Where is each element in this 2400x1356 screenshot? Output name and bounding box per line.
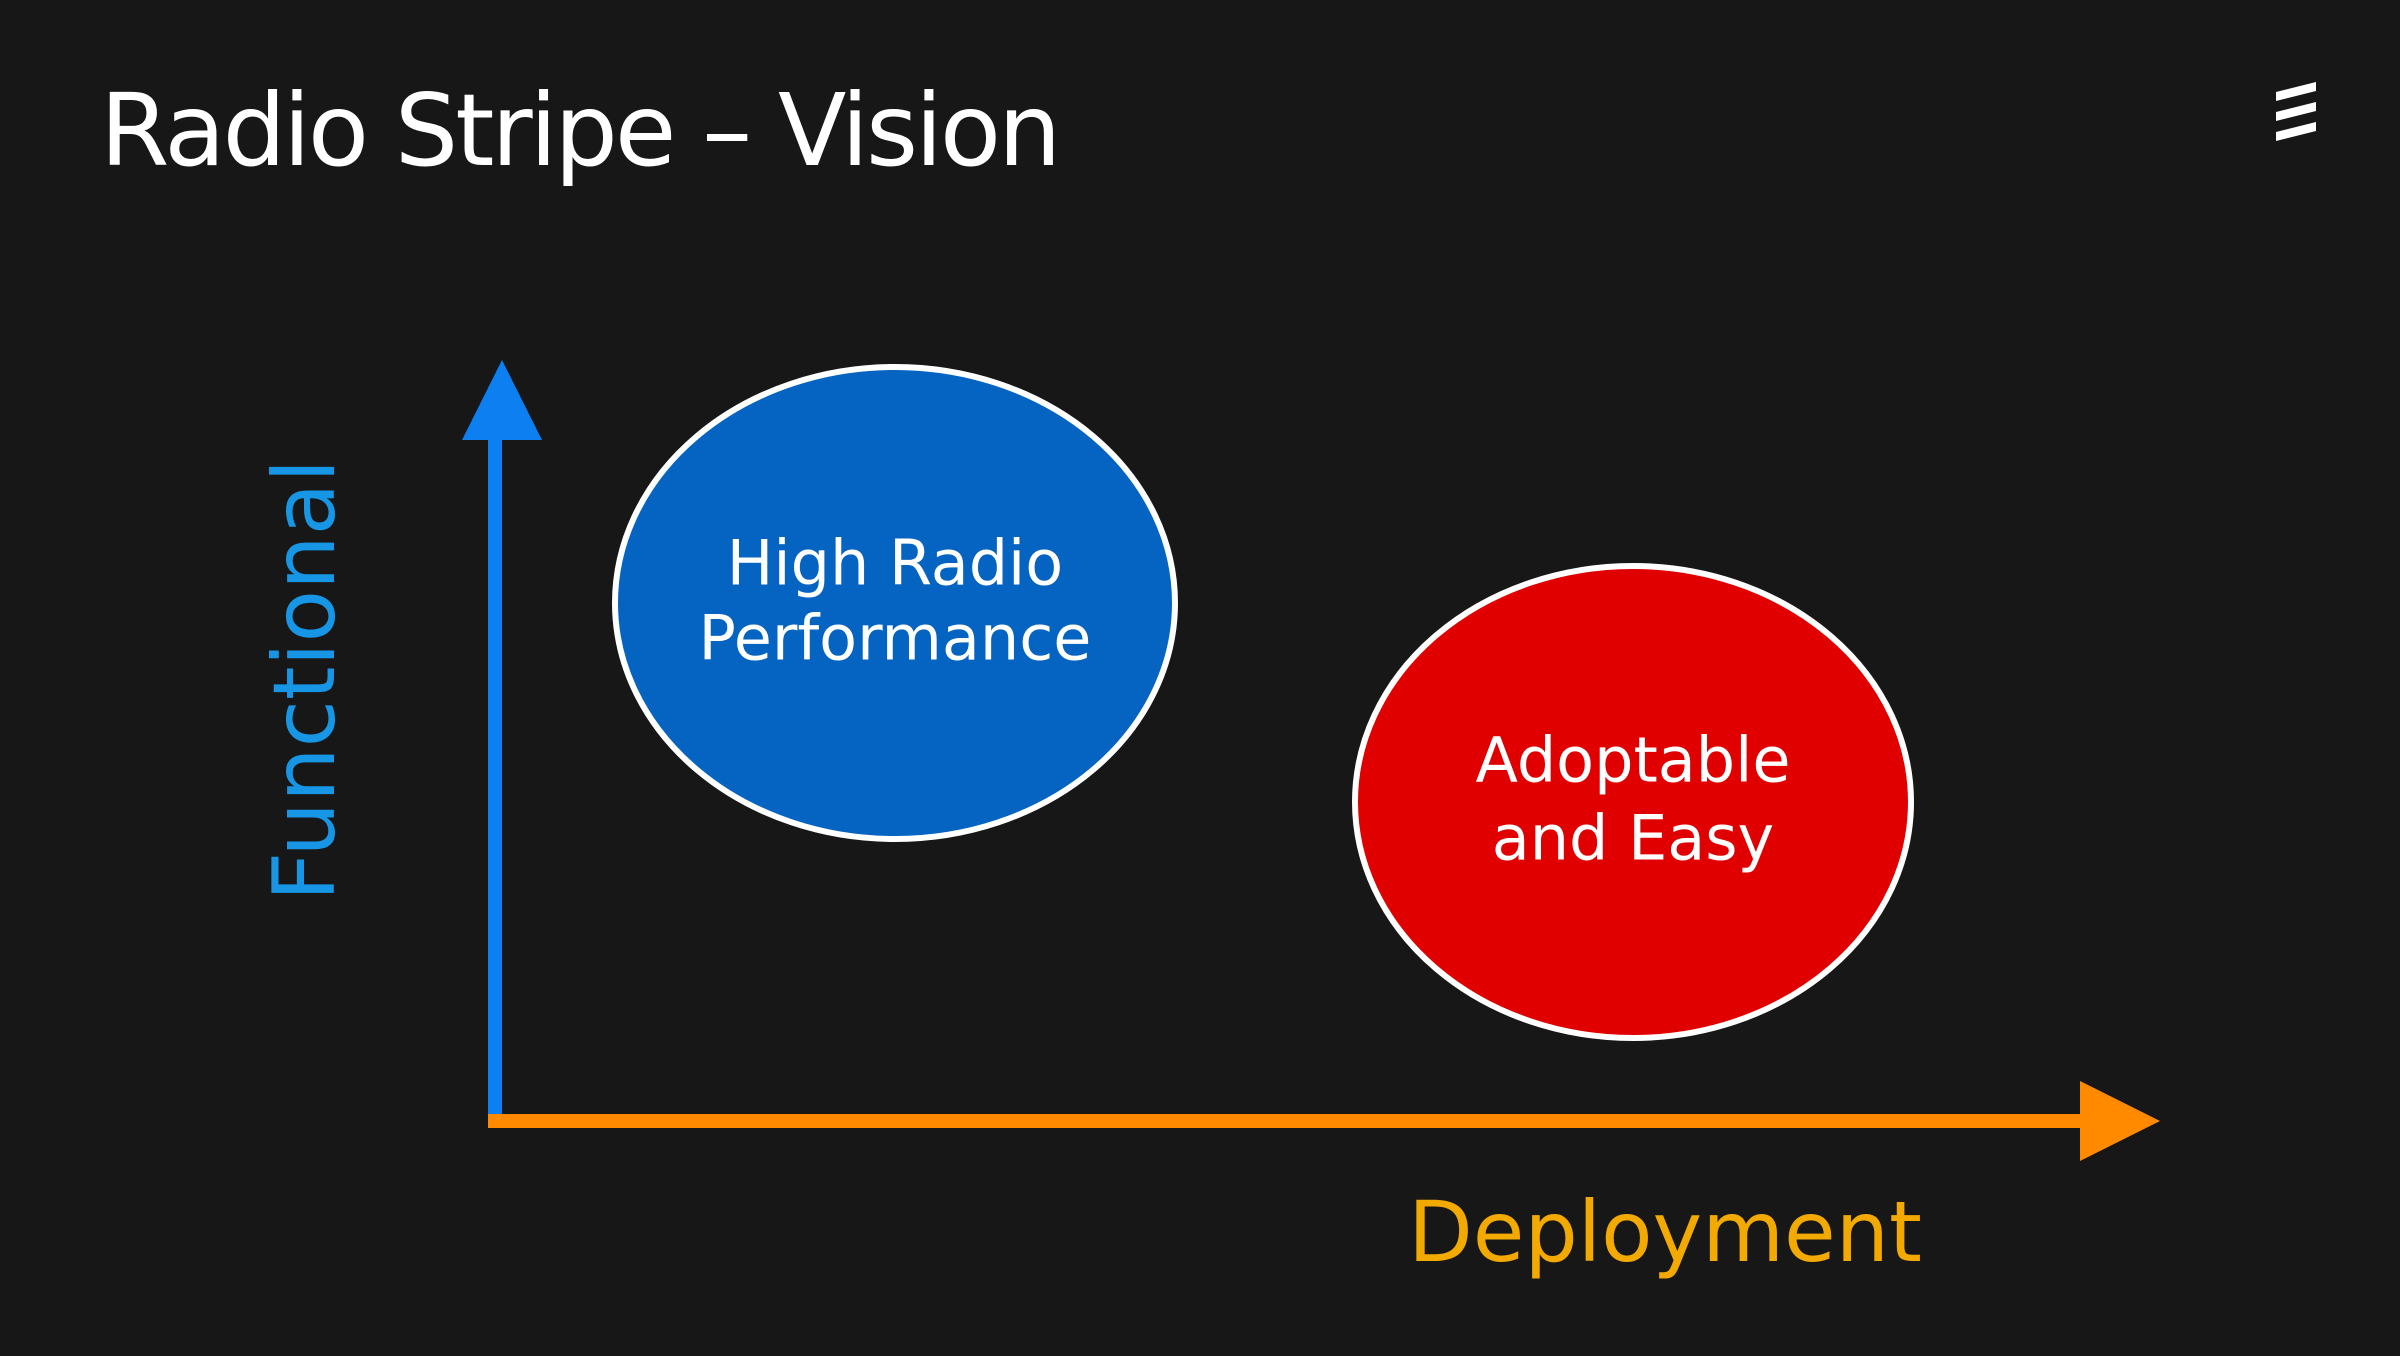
ericsson-logo-icon (2276, 82, 2316, 141)
bubble-adoptable-and-easy-line2: and Easy (1492, 802, 1775, 875)
bubble-high-radio-performance-line1: High Radio (727, 527, 1063, 600)
x-axis (488, 1081, 2160, 1161)
bubble-high-radio-performance-shape (612, 364, 1178, 842)
y-axis-label: Functional (255, 459, 355, 901)
slide-title: Radio Stripe – Vision (100, 72, 1061, 189)
x-axis-arrowhead (2080, 1081, 2160, 1161)
x-axis-label: Deployment (1408, 1183, 1922, 1281)
y-axis-arrowhead (462, 360, 542, 440)
bubble-adoptable-and-easy-line1: Adoptable (1476, 724, 1791, 797)
bubble-adoptable-and-easy: Adoptable and Easy (1352, 563, 1914, 1041)
y-axis (462, 360, 542, 1128)
bubble-adoptable-and-easy-shape (1352, 563, 1914, 1041)
bubble-high-radio-performance-line2: Performance (699, 602, 1092, 675)
bubble-high-radio-performance: High Radio Performance (612, 364, 1178, 842)
